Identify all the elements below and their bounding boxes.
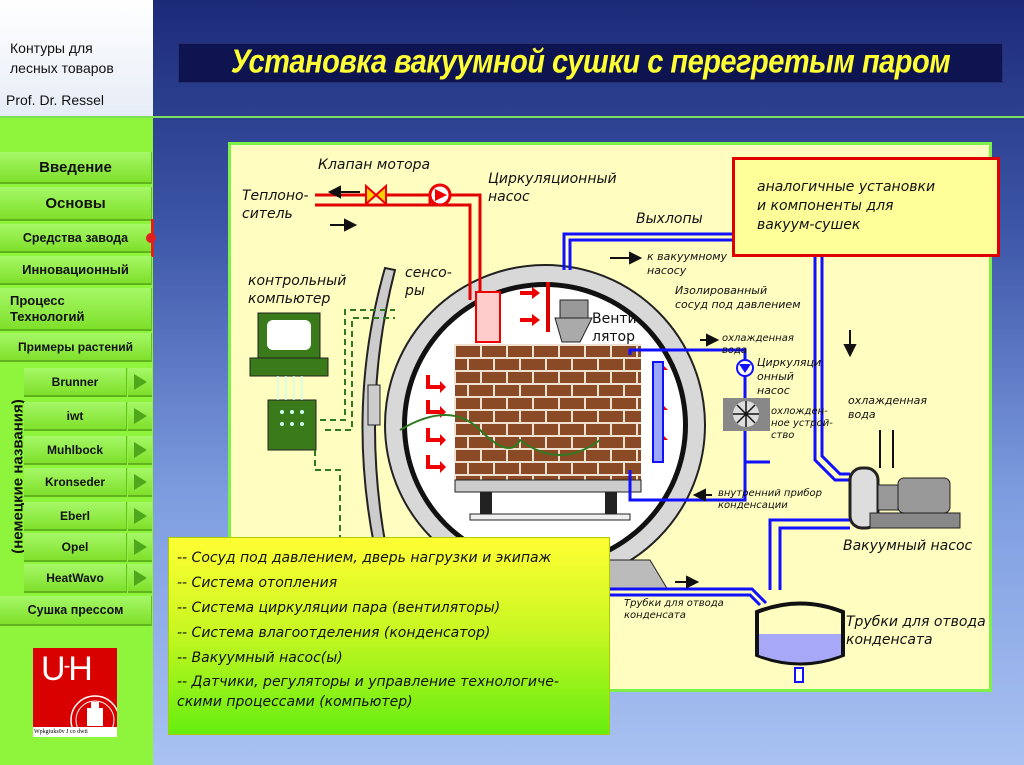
nav-plant-examples[interactable]: Примеры растений: [0, 333, 152, 362]
play-icon: [133, 373, 147, 390]
legend-item: -- Сосуд под давлением, дверь нагрузки и…: [177, 550, 552, 566]
nav-basics[interactable]: Основы: [0, 187, 152, 221]
label-exhaust: Выхлопы: [636, 211, 703, 227]
play-icon: [133, 407, 147, 424]
nav-kronseder[interactable]: Kronseder: [24, 468, 127, 497]
eberl-arrow-button[interactable]: [128, 502, 152, 531]
author: Prof. Dr. Ressel: [6, 92, 105, 108]
label-heat-carrier: Теплоно-ситель: [242, 188, 309, 222]
heater-coil: [475, 291, 501, 343]
fan-blade: [546, 282, 550, 332]
label-vacuum-pump: Вакуумный насос: [843, 538, 973, 554]
fan-motor: [559, 299, 589, 319]
nav-iwt[interactable]: iwt: [24, 402, 127, 431]
brunner-arrow-button[interactable]: [128, 368, 152, 397]
nav-process-tech[interactable]: Процесс Технологий: [0, 288, 152, 331]
internal-condenser: [652, 361, 664, 463]
play-icon: [133, 473, 147, 490]
nav-muhlbock[interactable]: Muhlbock: [24, 436, 127, 465]
nav-intro[interactable]: Введение: [0, 152, 152, 184]
play-icon: [133, 441, 147, 458]
nav-opel[interactable]: Opel: [24, 533, 127, 562]
kronseder-arrow-button[interactable]: [128, 468, 152, 497]
label-sensors: сенсо-ры: [405, 265, 452, 299]
legend-item: -- Система циркуляции пара (вентиляторы): [177, 600, 501, 616]
components-legend: -- Сосуд под давлением, дверь нагрузки и…: [168, 537, 610, 735]
heatwavo-arrow-button[interactable]: [128, 564, 152, 593]
sensor-wires: [399, 414, 601, 456]
flow-arrows: [327, 185, 857, 589]
nav-heatwavo[interactable]: HeatWavo: [24, 564, 127, 593]
label-motor-valve: Клапан мотора: [318, 157, 431, 173]
iwt-arrow-button[interactable]: [128, 402, 152, 431]
muhlbock-arrow-button[interactable]: [128, 436, 152, 465]
title-bar: Установка вакуумной сушки с перегретым п…: [178, 43, 1003, 83]
page-title: Установка вакуумной сушки с перегретым п…: [230, 43, 951, 81]
wood-stack: [454, 344, 641, 480]
label-cooling-unit: охложден-ное устрой-ство: [771, 406, 833, 441]
legend-item: -- Датчики, регуляторы и управление техн…: [177, 674, 559, 690]
legend-item: -- Система отопления: [177, 575, 338, 591]
condensate-tank: [755, 601, 845, 683]
vacuum-pump: [848, 430, 961, 530]
legend-item: -- Вакуумный насос(ы): [177, 650, 343, 666]
nav-eberl[interactable]: Eberl: [24, 502, 127, 531]
legend-item: -- Система влагоотделения (конденсатор): [177, 625, 491, 641]
play-icon: [133, 507, 147, 524]
legend-item: скими процессами (компьютер): [177, 694, 413, 710]
cart: [454, 479, 642, 493]
divider: [0, 116, 1024, 118]
nav-innovative[interactable]: Инновационный: [0, 256, 152, 285]
nav-press-drying[interactable]: Сушка прессом: [0, 596, 152, 626]
active-dot: [146, 233, 156, 243]
university-logo: U-H Wpkgtuks0v J co dwti: [33, 648, 117, 737]
nav-brunner[interactable]: Brunner: [24, 368, 127, 397]
play-icon: [133, 538, 147, 555]
opel-arrow-button[interactable]: [128, 533, 152, 562]
motor-valve-icon: [365, 183, 387, 207]
play-icon: [133, 569, 147, 586]
control-computer: [249, 312, 329, 451]
logo-caption: Wpkgtuks0v J co dwti: [33, 727, 117, 737]
nav-plant-equipment[interactable]: Средства завода: [0, 224, 152, 253]
